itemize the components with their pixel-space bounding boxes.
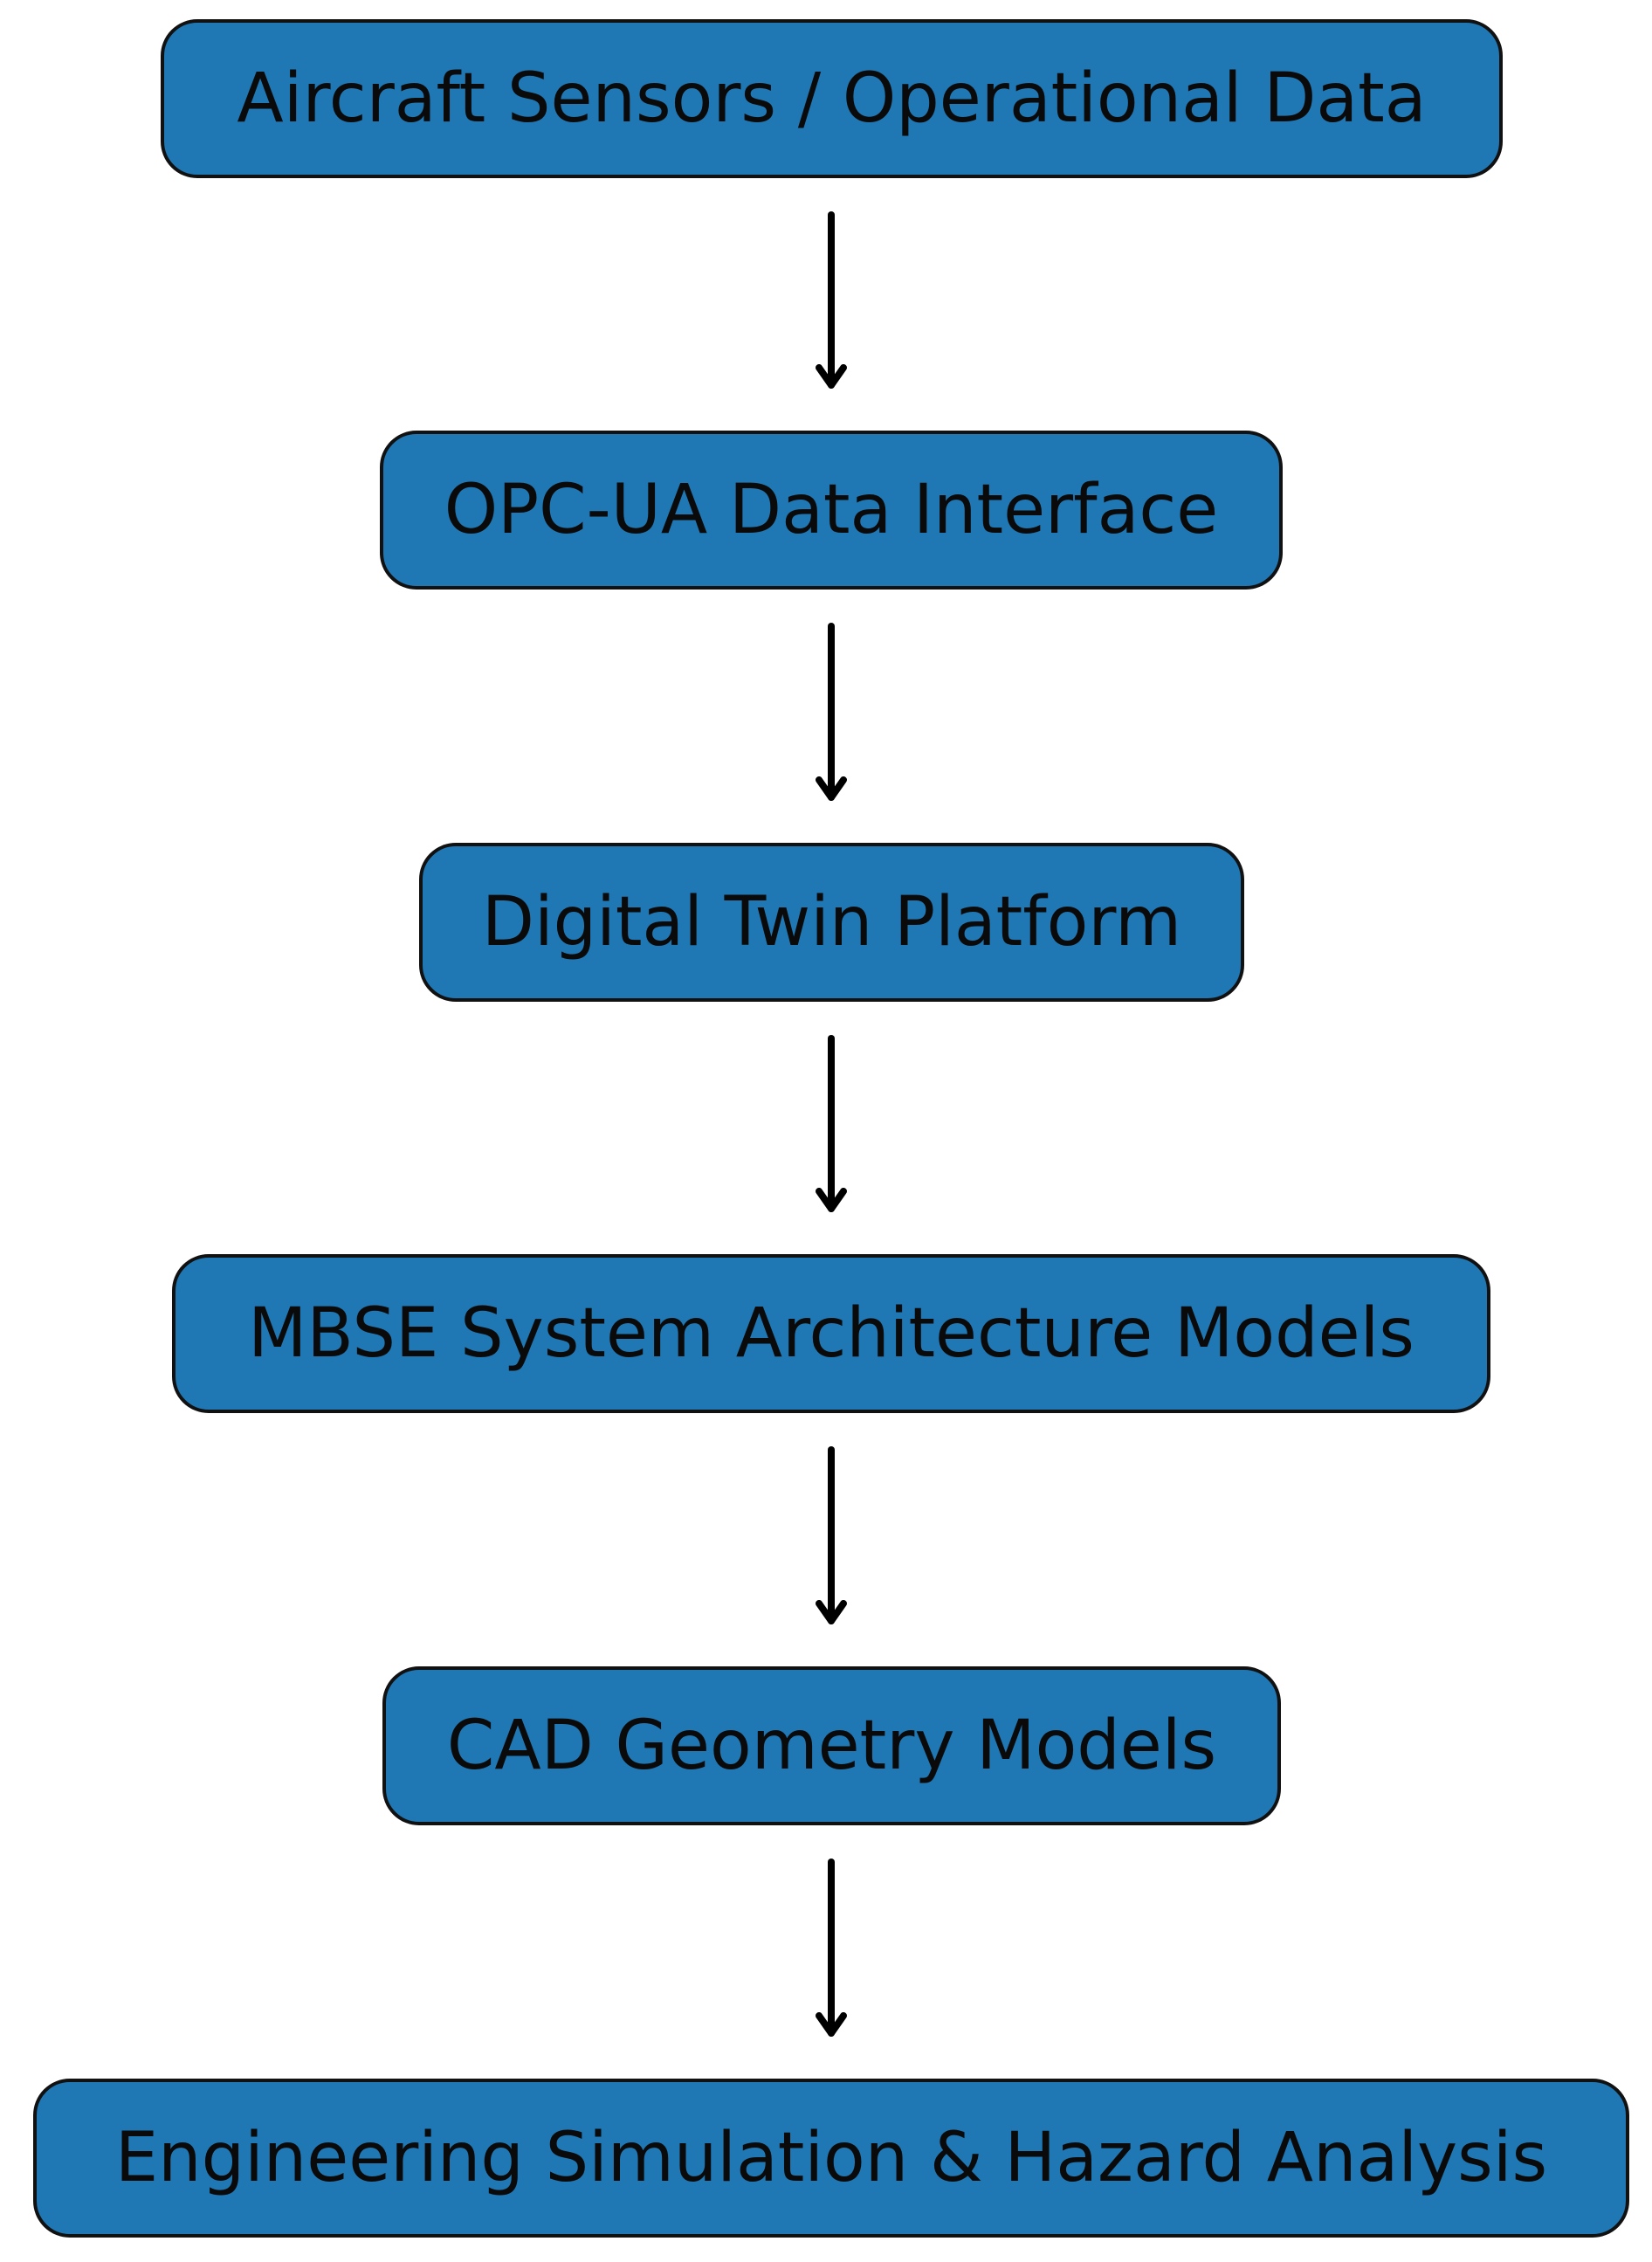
node-engineering-simulation: Engineering Simulation & Hazard Analysis [33,2079,1629,2238]
node-opc-ua-interface: OPC-UA Data Interface [380,431,1283,590]
node-label: OPC-UA Data Interface [444,471,1219,549]
arrow-head [816,776,847,801]
node-cad-geometry-models: CAD Geometry Models [382,1666,1281,1825]
node-label: Aircraft Sensors / Operational Data [237,59,1427,138]
node-aircraft-sensors: Aircraft Sensors / Operational Data [161,19,1503,178]
node-label: MBSE System Architecture Models [248,1294,1415,1373]
flow-arrow [816,211,847,389]
arrow-head [816,1600,847,1624]
flow-arrow [816,1035,847,1212]
node-label: Digital Twin Platform [481,883,1182,962]
node-label: Engineering Simulation & Hazard Analysis [114,2119,1548,2197]
flow-arrow [816,623,847,801]
node-label: CAD Geometry Models [446,1707,1217,1785]
arrow-head [816,2012,847,2037]
arrow-head [816,1188,847,1212]
flow-arrow [816,1446,847,1624]
arrow-head [816,364,847,389]
node-mbse-models: MBSE System Architecture Models [172,1254,1490,1413]
node-digital-twin-platform: Digital Twin Platform [419,843,1244,1002]
flow-arrow [816,1859,847,2037]
